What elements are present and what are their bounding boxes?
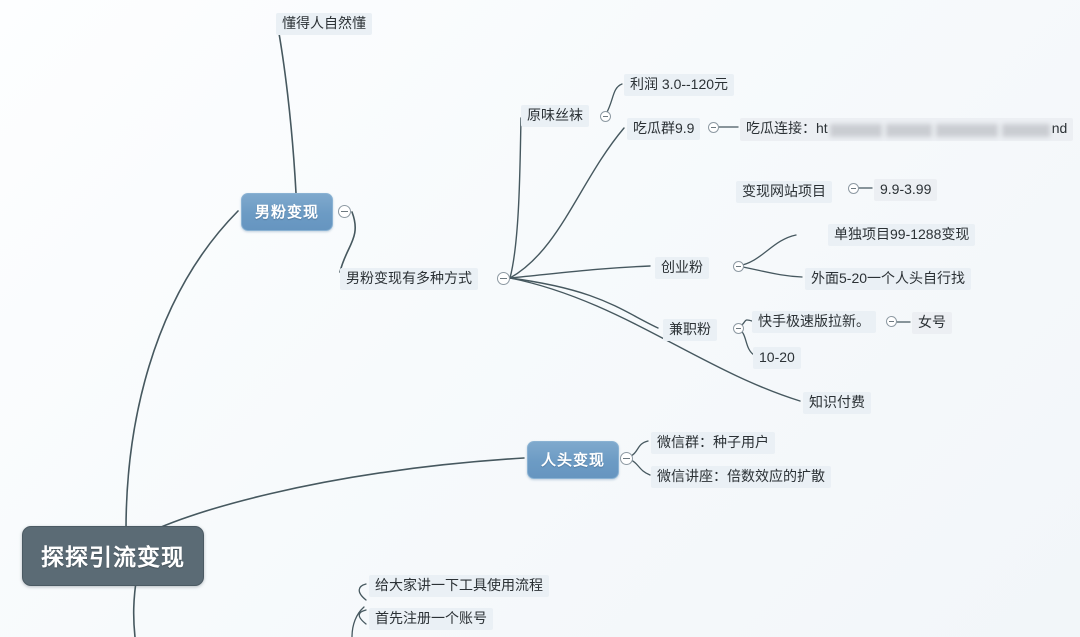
node-startup-fans-label: 创业粉	[661, 259, 703, 275]
node-site-price[interactable]: 9.9-3.99	[874, 179, 938, 201]
node-silk-stockings-label: 原味丝袜	[527, 107, 583, 123]
root-node-label: 探探引流变现	[41, 544, 185, 570]
node-tool-walkthrough-label: 给大家讲一下工具使用流程	[375, 577, 543, 593]
node-profit[interactable]: 利润 3.0--120元	[624, 74, 735, 96]
node-wechat-group[interactable]: 微信群：种子用户	[651, 432, 775, 454]
node-price-range-label: 10-20	[759, 349, 795, 365]
collapse-toggle-melon-group[interactable]	[708, 122, 719, 133]
node-wechat-group-label: 微信群：种子用户	[657, 434, 769, 450]
node-silk-stockings[interactable]: 原味丝袜	[521, 105, 589, 127]
node-profit-label: 利润 3.0--120元	[630, 76, 729, 92]
node-tool-walkthrough[interactable]: 给大家讲一下工具使用流程	[369, 575, 549, 597]
node-parttime-fans[interactable]: 兼职粉	[663, 319, 717, 341]
node-melon-link-prefix: 吃瓜连接：ht	[746, 120, 828, 136]
node-parttime-fans-label: 兼职粉	[669, 321, 711, 337]
node-site-price-label: 9.9-3.99	[880, 181, 932, 197]
node-knowledge-payment-label: 知识付费	[809, 394, 865, 410]
node-wechat-lecture[interactable]: 微信讲座：倍数效应的扩散	[651, 466, 831, 488]
branch-node-head-count-label: 人头变现	[541, 452, 606, 469]
collapse-toggle-male-fans-methods[interactable]	[497, 272, 510, 285]
node-outside-price[interactable]: 外面5-20一个人头自行找	[805, 268, 972, 290]
node-price-range[interactable]: 10-20	[753, 347, 801, 369]
redacted-url-blur	[828, 121, 1052, 138]
collapse-toggle-head-count[interactable]	[620, 452, 633, 465]
collapse-toggle-kuaishou-promo[interactable]	[886, 316, 897, 327]
node-knowledge-payment[interactable]: 知识付费	[803, 392, 871, 414]
node-female-account-label: 女号	[918, 314, 946, 330]
branch-node-male-fans-label: 男粉变现	[255, 204, 320, 221]
collapse-toggle-male-fans[interactable]	[338, 205, 351, 218]
node-kuaishou-promo-label: 快手极速版拉新。	[758, 313, 870, 329]
node-wechat-lecture-label: 微信讲座：倍数效应的扩散	[657, 468, 825, 484]
node-male-fans-methods[interactable]: 男粉变现有多种方式	[340, 268, 478, 290]
node-male-fans-methods-label: 男粉变现有多种方式	[346, 270, 472, 286]
node-melon-link[interactable]: 吃瓜连接：ht nd	[740, 118, 1074, 141]
node-outside-price-label: 外面5-20一个人头自行找	[811, 270, 966, 286]
node-register-account[interactable]: 首先注册一个账号	[369, 608, 493, 630]
node-site-project-label: 变现网站项目	[742, 183, 826, 199]
collapse-toggle-startup-fans[interactable]	[733, 261, 744, 272]
node-melon-group-label: 吃瓜群9.9	[633, 120, 695, 136]
node-startup-fans[interactable]: 创业粉	[655, 257, 709, 279]
node-register-account-label: 首先注册一个账号	[375, 610, 487, 626]
node-female-account[interactable]: 女号	[912, 312, 952, 334]
node-kuaishou-promo[interactable]: 快手极速版拉新。	[752, 311, 876, 333]
branch-node-head-count[interactable]: 人头变现	[527, 441, 620, 479]
node-melon-link-suffix: nd	[1051, 120, 1068, 136]
node-single-project[interactable]: 单独项目99-1288变现	[828, 224, 976, 246]
node-melon-group[interactable]: 吃瓜群9.9	[627, 118, 701, 140]
collapse-toggle-site-project[interactable]	[848, 183, 859, 194]
node-top-hint-label: 懂得人自然懂	[282, 15, 366, 31]
branch-node-male-fans[interactable]: 男粉变现	[241, 193, 334, 231]
node-top-hint[interactable]: 懂得人自然懂	[276, 13, 372, 35]
collapse-toggle-parttime-fans[interactable]	[733, 323, 744, 334]
node-single-project-label: 单独项目99-1288变现	[834, 226, 970, 242]
root-node[interactable]: 探探引流变现	[22, 526, 204, 586]
collapse-toggle-silk-stockings[interactable]	[600, 111, 611, 122]
node-site-project[interactable]: 变现网站项目	[736, 181, 832, 203]
